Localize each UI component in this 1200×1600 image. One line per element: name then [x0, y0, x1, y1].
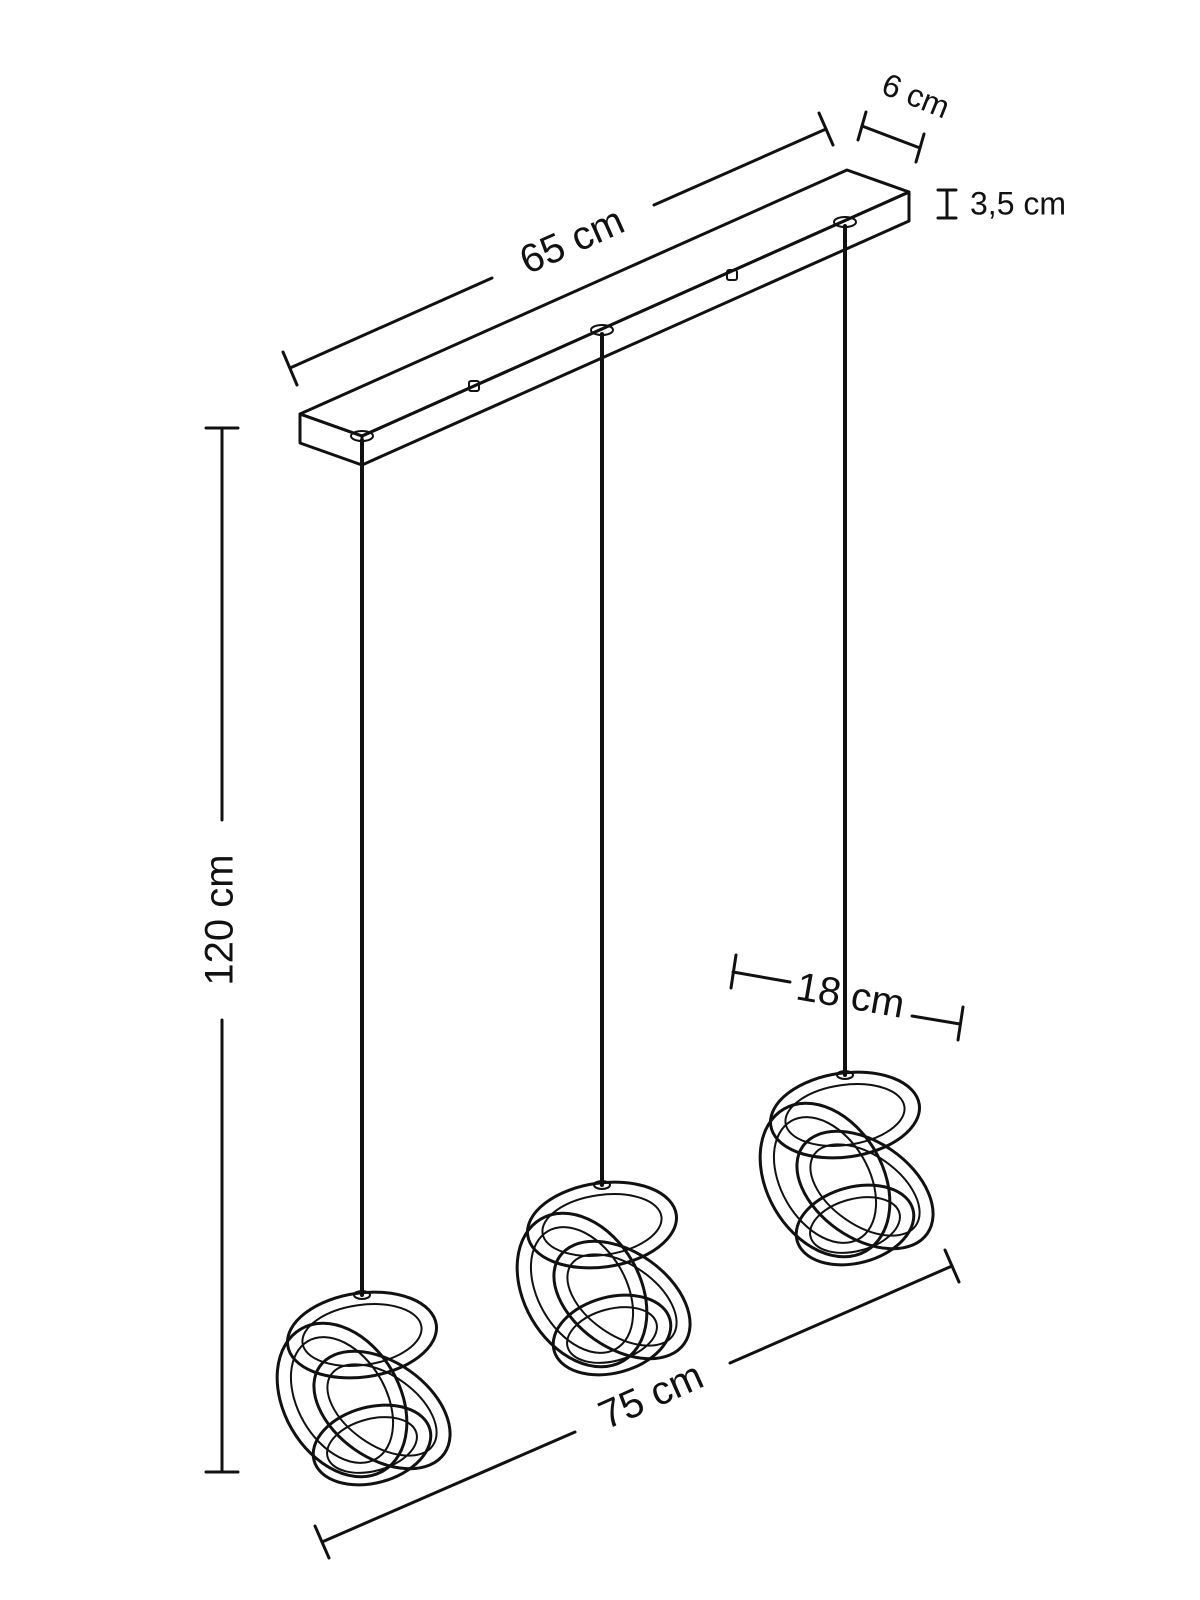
pendant-shade-middle [489, 1171, 714, 1392]
canopy-length-label: 65 cm [513, 199, 630, 284]
canopy-depth-label: 6 cm [877, 66, 955, 125]
canopy-height-label: 3,5 cm [970, 185, 1066, 221]
suspension-cords [360, 224, 847, 1297]
pendant-shade-left [249, 1281, 474, 1502]
drop-height-label: 120 cm [198, 854, 242, 985]
canopy-screw [726, 269, 738, 281]
dimension-canopy-length: 65 cm [281, 111, 835, 387]
dimension-canopy-height: 3,5 cm [936, 185, 1066, 221]
dimension-drop-height: 120 cm [198, 426, 242, 1474]
pendant-shade-right [732, 1061, 957, 1282]
canopy-screw [468, 380, 480, 392]
shade-diameter-label: 18 cm [793, 964, 908, 1026]
dimension-canopy-depth: 6 cm [856, 66, 955, 164]
